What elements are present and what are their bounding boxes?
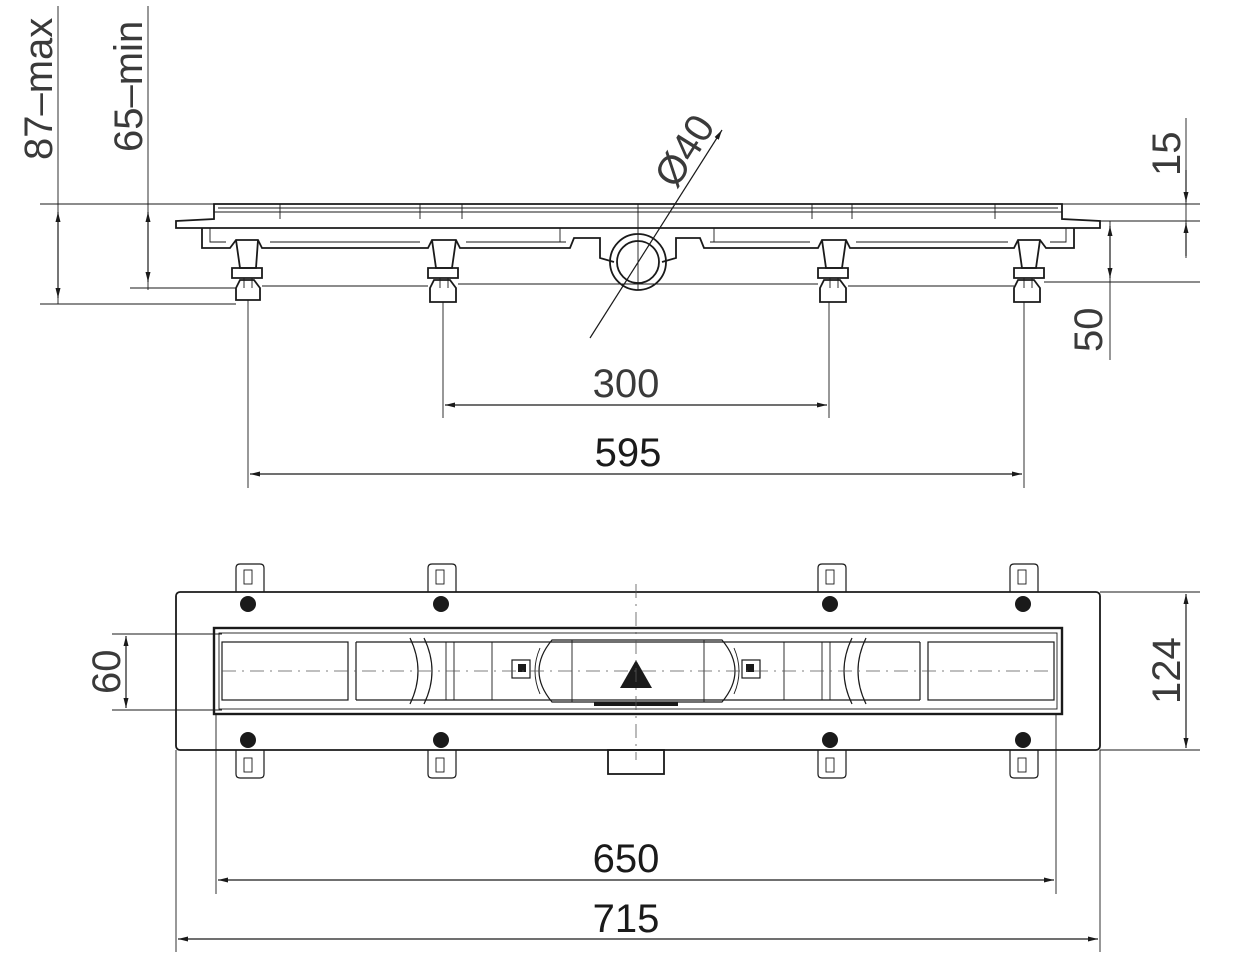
mount-lug-bottom-3 [817,732,847,779]
mount-lug-top-4 [1009,563,1039,612]
mount-lug-bottom-4 [1009,732,1039,779]
side-view-dimensions [40,6,1200,488]
side-leg-4 [1013,239,1045,303]
mount-lug-bottom-1 [235,732,265,779]
top-view-dimensions [112,591,1200,952]
dim-715: 715 [593,897,660,941]
dim-300: 300 [593,362,660,406]
dim-87-max: 87–max [17,18,61,160]
dim-50: 50 [1067,308,1111,353]
dim-15: 15 [1145,132,1189,177]
mount-lug-bottom-2 [427,732,457,779]
dim-650: 650 [593,837,660,881]
side-leg-2 [427,239,459,303]
dim-diameter-40: Ø40 [646,107,723,194]
top-view [175,563,1101,779]
side-leg-3 [817,239,849,303]
side-leg-1 [231,239,263,301]
dim-124: 124 [1145,637,1189,704]
mount-lug-top-3 [817,563,847,612]
side-view [175,129,1101,339]
mount-lug-top-1 [235,563,265,612]
dim-595: 595 [595,431,662,475]
dim-65-min: 65–min [107,21,151,152]
dim-60: 60 [85,650,129,695]
mount-lug-top-2 [427,563,457,612]
